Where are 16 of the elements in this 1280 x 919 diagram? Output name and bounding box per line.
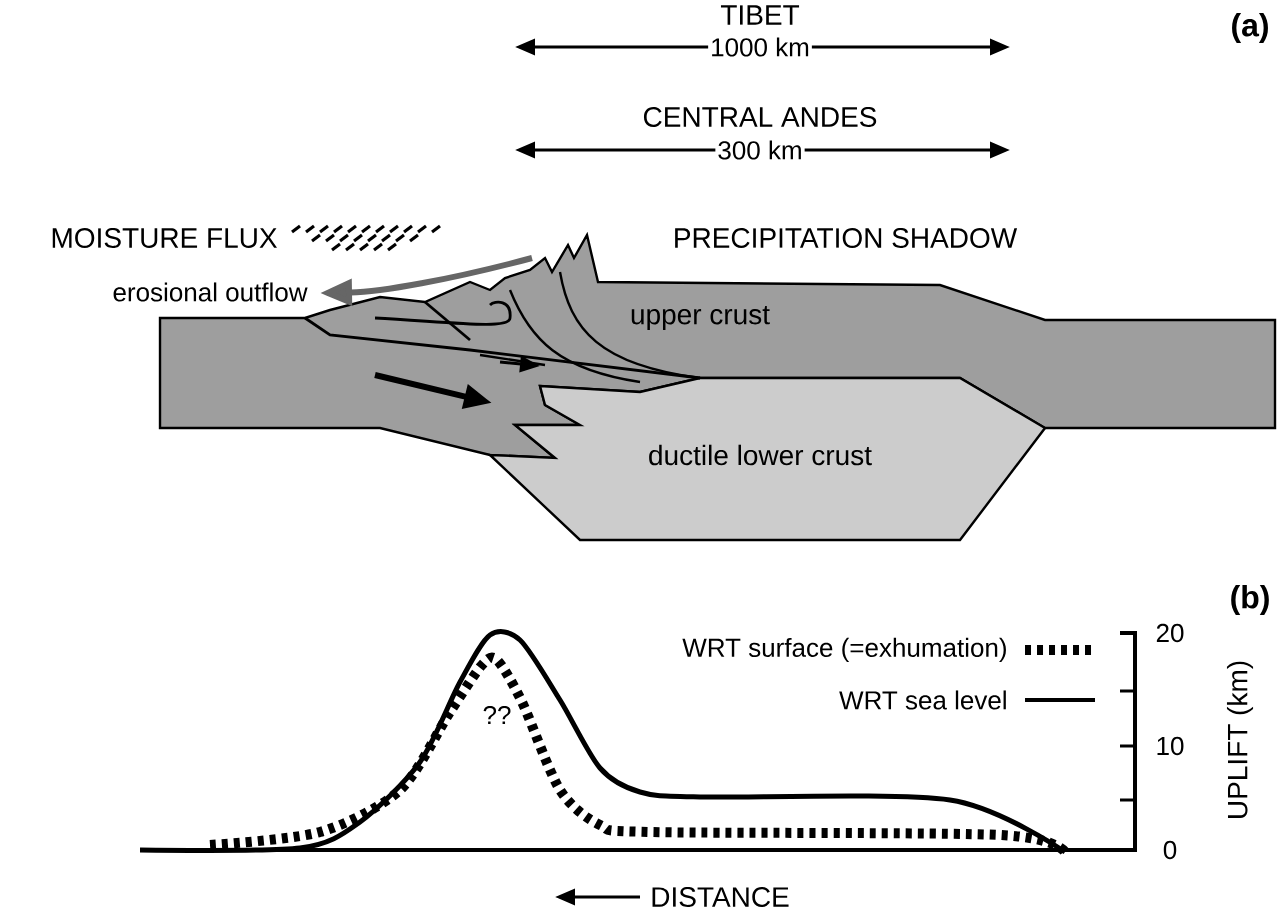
legend-label: WRT sea level: [839, 690, 1006, 710]
dimension-value: 300 km: [715, 138, 805, 162]
crust-layer: ductile lower crust: [486, 376, 1047, 542]
tick-label: 0: [1163, 840, 1177, 860]
dimension-label: CENTRAL ANDES: [643, 107, 877, 127]
dimension-value: 1000 km: [708, 35, 812, 59]
annotation: PRECIPITATION SHADOW: [675, 228, 1018, 248]
panel-label: (b): [1231, 585, 1269, 615]
panel-label: (a): [1232, 13, 1268, 43]
axis-title: UPLIFT (km): [1226, 661, 1254, 818]
annotation: ??: [483, 705, 511, 725]
legend-label: WRT surface (=exhumation): [682, 637, 1006, 663]
dimension-label: TIBET: [720, 5, 800, 25]
tick-label: 20: [1156, 623, 1184, 643]
tick-label: 10: [1157, 736, 1184, 756]
axis-title: DISTANCE: [652, 887, 789, 907]
